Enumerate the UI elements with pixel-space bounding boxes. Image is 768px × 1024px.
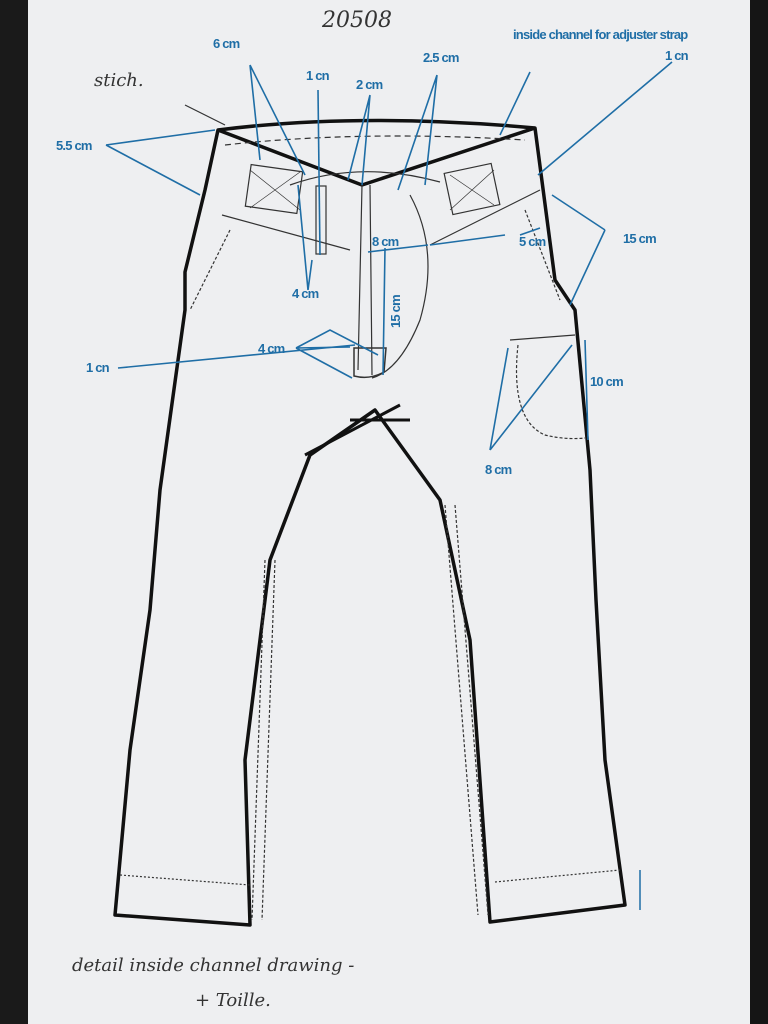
label-button-tab: 2.5 cm [423, 50, 459, 65]
label-thigh-pocket-height: 10 cm [590, 374, 624, 389]
label-crotch-tab: 4 cm [258, 341, 285, 356]
stitch-note: stich. [94, 70, 144, 91]
background-edge [750, 0, 768, 1024]
label-waistband-height: 6 cm [213, 36, 240, 51]
label-side-panel: 5.5 cm [56, 138, 92, 153]
bottom-note-line1: detail inside channel drawing - [72, 955, 355, 976]
label-side-pocket: 5 cm [519, 234, 546, 249]
label-fly-width: 2 cm [356, 77, 383, 92]
label-hip-depth: 15 cm [623, 231, 657, 246]
label-thigh-pocket-width: 8 cm [485, 462, 512, 477]
sheet-number: 20508 [322, 8, 392, 33]
bottom-note-line2: + Toille. [195, 990, 271, 1011]
label-inside-channel: inside channel for adjuster strap [513, 27, 688, 42]
paper-sheet [28, 0, 750, 1024]
label-pocket-square: 4 cm [292, 286, 319, 301]
label-belt-loop-width: 1 cn [306, 68, 330, 83]
label-front-pocket: 8 cm [372, 234, 399, 249]
label-fly-stitch: 1 cn [86, 360, 110, 375]
annotation-leader-lines [105, 61, 673, 451]
construction-details [119, 104, 641, 921]
label-fly-length: 15 cm [388, 295, 403, 328]
label-side-tab: 1 cn [665, 48, 689, 63]
